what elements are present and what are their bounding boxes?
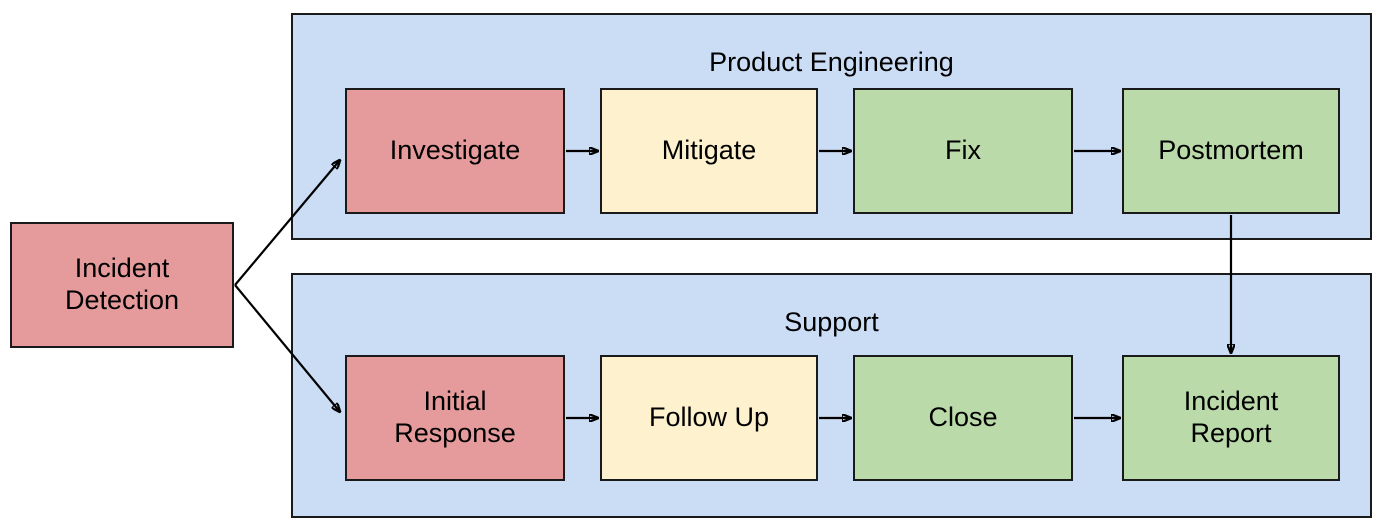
node-investigate-label-line1: Investigate [389,135,521,166]
node-fix[interactable]: Fix [853,88,1073,214]
node-initial-response[interactable]: Initial Response [345,355,565,481]
node-initial-response-label-line1: Initial [423,386,487,417]
node-close-label-line1: Close [928,402,998,433]
swimlane-product-engineering-title: Product Engineering [709,47,954,77]
node-postmortem-label-line1: Postmortem [1158,135,1304,166]
node-incident-detection[interactable]: Incident Detection [10,222,234,348]
swimlane-support-title: Support [784,307,879,337]
node-investigate[interactable]: Investigate [345,88,565,214]
node-mitigate-label-line1: Mitigate [661,135,757,166]
node-close[interactable]: Close [853,355,1073,481]
node-fix-label-line1: Fix [945,135,981,166]
node-postmortem[interactable]: Postmortem [1122,88,1340,214]
node-incident-report-label-line1: Incident [1183,386,1279,417]
node-mitigate[interactable]: Mitigate [600,88,818,214]
node-incident-report[interactable]: Incident Report [1122,355,1340,481]
node-incident-detection-label-line2: Detection [64,285,180,315]
node-follow-up[interactable]: Follow Up [600,355,818,481]
node-initial-response-label-line2: Response [394,418,516,448]
node-incident-report-label-line2: Report [1190,418,1272,448]
node-incident-detection-label-line1: Incident [74,253,170,284]
node-follow-up-label-line1: Follow Up [648,402,770,433]
